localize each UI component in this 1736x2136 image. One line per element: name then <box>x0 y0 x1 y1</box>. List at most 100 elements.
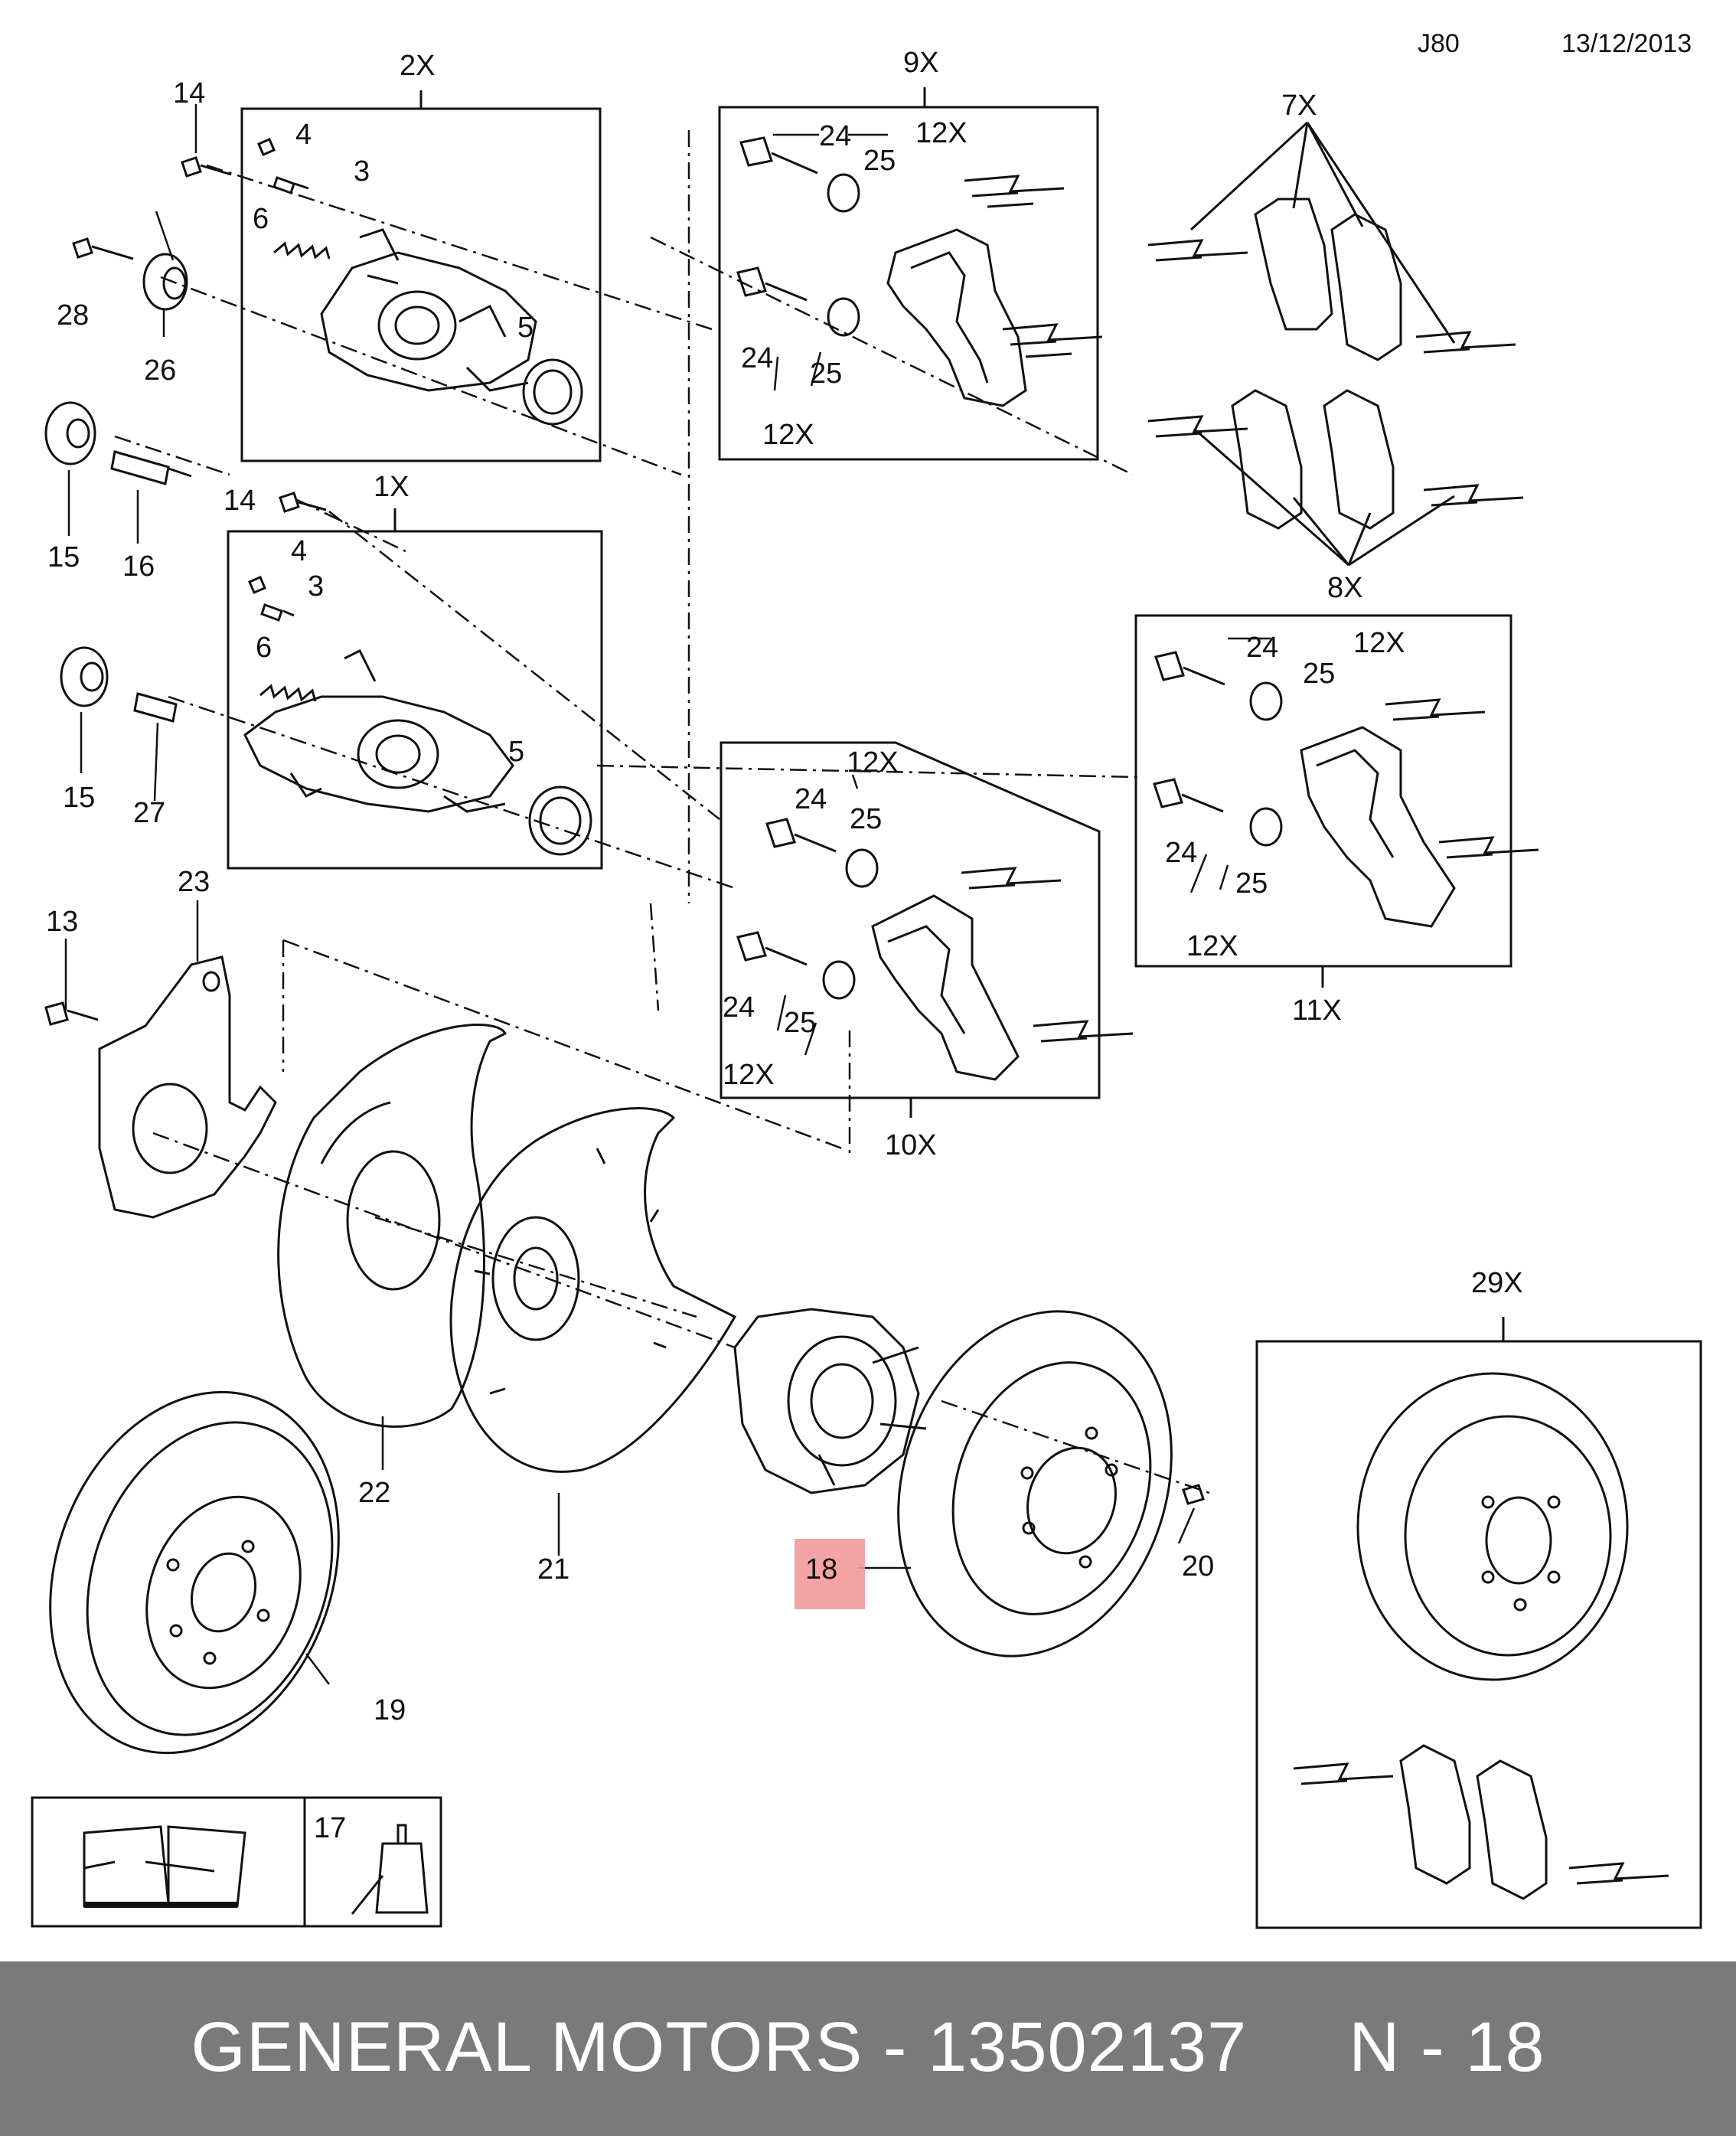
box-10x <box>720 741 1101 1099</box>
manual-book-icon <box>83 1825 246 1908</box>
guide-lines <box>114 130 1210 1494</box>
bracket-23 <box>98 955 277 1219</box>
label-24-10x-a: 24 <box>795 783 827 815</box>
rotor-19 <box>49 1390 340 1755</box>
bushing-10x-b <box>822 960 856 1000</box>
label-26: 26 <box>144 354 176 387</box>
label-25-10x-b: 25 <box>784 1007 816 1039</box>
box-1x <box>227 530 603 870</box>
cap-26 <box>142 253 188 311</box>
guide-pin-11x-b <box>1153 778 1224 813</box>
clip-10x-b <box>1033 1020 1134 1043</box>
clip-9x-a <box>964 175 1065 208</box>
bleeder-1x <box>260 603 295 622</box>
carrier-9x <box>886 228 1027 407</box>
boot-ring-1x <box>528 785 592 856</box>
label-4-upper: 4 <box>295 119 312 151</box>
boot-ring-2x <box>522 358 583 426</box>
box-9x <box>718 106 1099 461</box>
caliper-1x <box>243 648 514 813</box>
label-17: 17 <box>314 1812 346 1844</box>
label-5-upper: 5 <box>517 312 534 344</box>
actuator-15-upper <box>44 401 96 465</box>
highlight-box <box>795 1539 865 1609</box>
spring-2x <box>273 241 331 260</box>
bushing-11x-b <box>1249 807 1283 847</box>
clip-9x-b <box>1002 323 1103 358</box>
clip-11x-b <box>1438 836 1539 859</box>
label-15-upper: 15 <box>47 541 80 573</box>
box-29x <box>1255 1340 1702 1929</box>
pads-7x <box>1147 198 1516 361</box>
label-9x: 9X <box>903 47 938 79</box>
bushing-11x-a <box>1249 681 1283 721</box>
label-25-11x-a: 25 <box>1303 658 1335 690</box>
actuator-15-lower <box>60 646 109 707</box>
pads-8x <box>1147 389 1524 530</box>
label-14-lower: 14 <box>224 485 256 517</box>
bleeder-2x <box>272 176 309 194</box>
caliper-2x <box>320 228 537 392</box>
label-25-9x-b: 25 <box>810 358 842 390</box>
service-box <box>31 1796 442 1928</box>
parts-diagram: J80 13/12/2013 2X 9X 7X 14 4 3 6 5 28 26… <box>31 29 1702 1929</box>
label-12x-11x-b: 12X <box>1186 930 1238 962</box>
carrier-10x <box>871 894 1020 1081</box>
label-12x-9x-b: 12X <box>762 419 814 451</box>
spring-1x <box>259 684 317 702</box>
label-15-lower: 15 <box>63 782 95 814</box>
bushing-9x-b <box>827 297 860 337</box>
rotor-18 <box>897 1310 1173 1658</box>
carrier-11x <box>1300 726 1456 928</box>
shield-21 <box>449 1107 737 1473</box>
label-24-9x-a: 24 <box>819 120 851 152</box>
bushing-9x-a <box>827 173 860 213</box>
label-5-lower: 5 <box>508 736 524 768</box>
shield-22 <box>277 1024 507 1428</box>
guide-pin-10x-b <box>736 931 808 966</box>
cap-2x <box>257 138 276 156</box>
label-27: 27 <box>133 797 165 829</box>
label-18: 18 <box>805 1553 837 1586</box>
label-28: 28 <box>57 299 89 332</box>
pin-27 <box>133 692 178 723</box>
label-10x: 10X <box>885 1129 937 1161</box>
footer-bar: GENERAL MOTORS - 13502137 N - 18 <box>0 1961 1736 2136</box>
label-8x: 8X <box>1327 572 1362 604</box>
label-12x-9x-a: 12X <box>915 117 968 149</box>
label-24-11x-a: 24 <box>1246 632 1278 664</box>
label-20: 20 <box>1182 1550 1214 1582</box>
label-4-lower: 4 <box>291 535 307 567</box>
clip-11x-a <box>1385 698 1486 721</box>
label-12x-10x-a: 12X <box>847 746 899 779</box>
header-date: 13/12/2013 <box>1561 29 1692 58</box>
label-7x: 7X <box>1281 90 1317 122</box>
label-25-11x-b: 25 <box>1235 867 1268 900</box>
label-6-lower: 6 <box>256 632 272 664</box>
label-1x: 1X <box>374 471 409 503</box>
bushing-10x-a <box>845 848 879 888</box>
label-19: 19 <box>374 1694 406 1726</box>
box-2x <box>240 107 602 462</box>
label-23: 23 <box>178 866 210 898</box>
label-24-9x-b: 24 <box>741 342 773 374</box>
label-25-10x-a: 25 <box>850 803 882 835</box>
guide-pin-11x-a <box>1154 651 1225 686</box>
label-29x: 29X <box>1471 1267 1523 1299</box>
label-25-9x-a: 25 <box>863 145 896 177</box>
cap-1x <box>248 576 266 594</box>
label-11x: 11X <box>1292 995 1342 1027</box>
label-3-lower: 3 <box>308 570 324 603</box>
hub-bearing <box>733 1308 927 1494</box>
clip-10x-a <box>961 867 1062 890</box>
bolt-14-upper <box>181 156 232 178</box>
label-24-11x-b: 24 <box>1165 837 1197 869</box>
pads-29x <box>1293 1744 1669 1900</box>
label-12x-10x-b: 12X <box>723 1059 775 1091</box>
label-12x-11x-a: 12X <box>1353 627 1405 659</box>
bolt-28 <box>72 237 134 260</box>
header-code: J80 <box>1418 29 1460 58</box>
guide-pin-9x-b <box>736 266 808 302</box>
guide-pin-10x-a <box>765 818 837 853</box>
label-13: 13 <box>46 906 78 938</box>
